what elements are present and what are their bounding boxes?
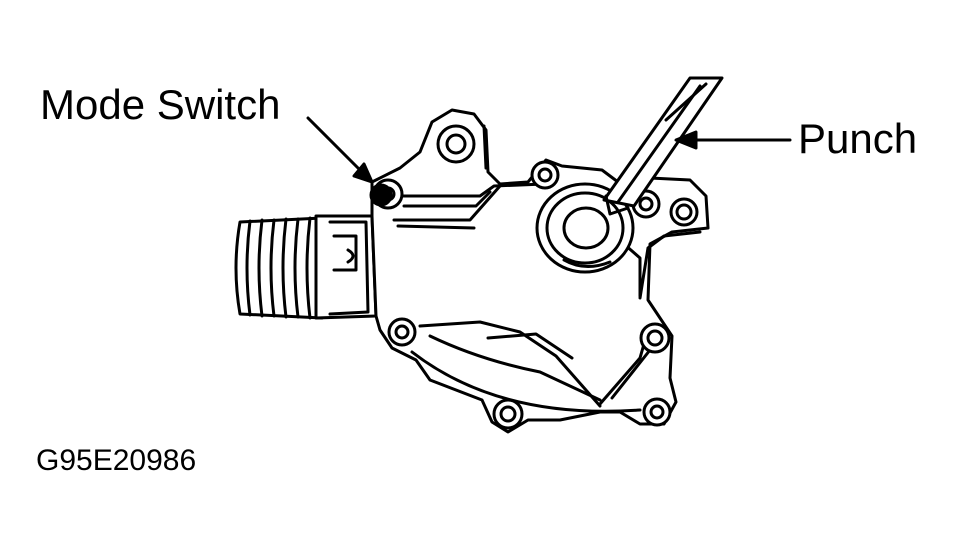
bolt-boss	[639, 322, 671, 354]
bolt-boss	[387, 317, 417, 347]
bolt-boss	[642, 397, 672, 427]
connector-boot	[234, 214, 378, 320]
mode-switch-label: Mode Switch	[40, 81, 281, 128]
bolt-boss	[492, 398, 524, 430]
bolt-boss	[669, 197, 699, 227]
bolt-boss	[436, 124, 476, 164]
punch-label: Punch	[798, 115, 918, 162]
punch-tool	[602, 76, 724, 216]
figure-code: G95E20986	[36, 444, 197, 477]
punch-arrow	[674, 130, 792, 150]
bolt-boss	[530, 160, 560, 190]
stake-point	[369, 183, 393, 207]
mode-switch-arrow	[306, 116, 374, 184]
